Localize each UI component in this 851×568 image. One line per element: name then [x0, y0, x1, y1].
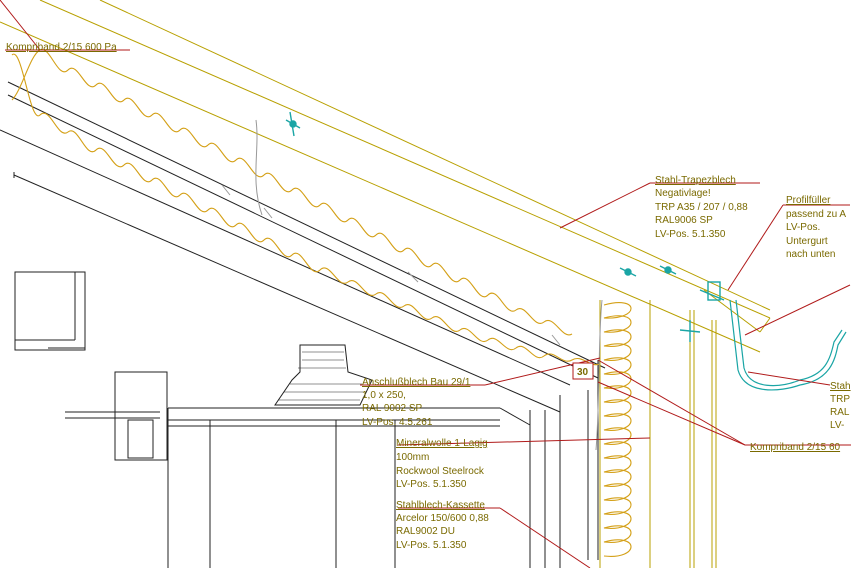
label-gutter-sheet: Stah TRP RAL LV- [830, 381, 851, 431]
svg-text:LV-Pos. 4.5.261: LV-Pos. 4.5.261 [362, 417, 433, 428]
svg-text:RAL9006 SP: RAL9006 SP [655, 215, 713, 226]
svg-text:Mineralwolle 1-Lagig: Mineralwolle 1-Lagig [396, 438, 488, 449]
svg-text:TRP: TRP [830, 394, 850, 405]
wall-insulation [603, 302, 632, 557]
label-connection-sheet: Anschlußblech Bau 29/1 1,0 x 250, RAL 90… [362, 377, 471, 428]
angle-marker: 30 [572, 362, 594, 380]
svg-text:LV-Pos. 5.1.350: LV-Pos. 5.1.350 [655, 229, 726, 240]
label-profile-filler: Profilfüller passend zu A LV-Pos. Unterg… [786, 195, 846, 260]
svg-text:passend zu A: passend zu A [786, 209, 846, 220]
svg-text:Stahlblech-Kassette: Stahlblech-Kassette [396, 500, 485, 511]
roof-structure-lines [0, 81, 606, 568]
svg-text:1,0 x 250,: 1,0 x 250, [362, 390, 406, 401]
svg-text:LV-Pos. 5.1.350: LV-Pos. 5.1.350 [396, 479, 467, 490]
roof-sheet-lines [0, 0, 771, 353]
svg-text:Profilfüller: Profilfüller [786, 195, 831, 206]
svg-text:TRP A35 / 207 / 0,88: TRP A35 / 207 / 0,88 [655, 202, 748, 213]
svg-text:LV-: LV- [830, 420, 844, 431]
svg-text:Untergurt: Untergurt [786, 236, 828, 247]
label-kompriband-right: Kompriband 2/15 60 [750, 442, 841, 453]
svg-text:Negativlage!: Negativlage! [655, 188, 711, 199]
left-structure [14, 271, 546, 568]
svg-text:RAL9002 DU: RAL9002 DU [396, 526, 455, 537]
fasteners [285, 111, 725, 342]
label-mineral-wool: Mineralwolle 1-Lagig 100mm Rockwool Stee… [396, 438, 488, 490]
label-steel-sheet: Stahl-Trapezblech Negativlage! TRP A35 /… [655, 175, 748, 240]
svg-text:RAL: RAL [830, 407, 850, 418]
svg-text:Arcelor 150/600 0,88: Arcelor 150/600 0,88 [396, 513, 489, 524]
svg-text:100mm: 100mm [396, 452, 429, 463]
svg-text:Anschlußblech Bau 29/1: Anschlußblech Bau 29/1 [362, 377, 471, 388]
gutter [729, 299, 847, 391]
svg-text:LV-Pos.: LV-Pos. [786, 222, 820, 233]
label-kompriband-top: Kompriband 2/15 600 Pa [6, 42, 117, 53]
svg-text:RAL 9002 SP: RAL 9002 SP [362, 403, 423, 414]
svg-text:Stah: Stah [830, 381, 851, 392]
angle-value: 30 [577, 367, 589, 378]
roof-insulation [11, 53, 601, 366]
label-steel-cassette: Stahlblech-Kassette Arcelor 150/600 0,88… [396, 500, 489, 551]
svg-text:LV-Pos. 5.1.350: LV-Pos. 5.1.350 [396, 540, 467, 551]
svg-text:nach unten: nach unten [786, 249, 836, 260]
svg-text:Stahl-Trapezblech: Stahl-Trapezblech [655, 175, 736, 186]
svg-text:Rockwool Steelrock: Rockwool Steelrock [396, 466, 485, 477]
